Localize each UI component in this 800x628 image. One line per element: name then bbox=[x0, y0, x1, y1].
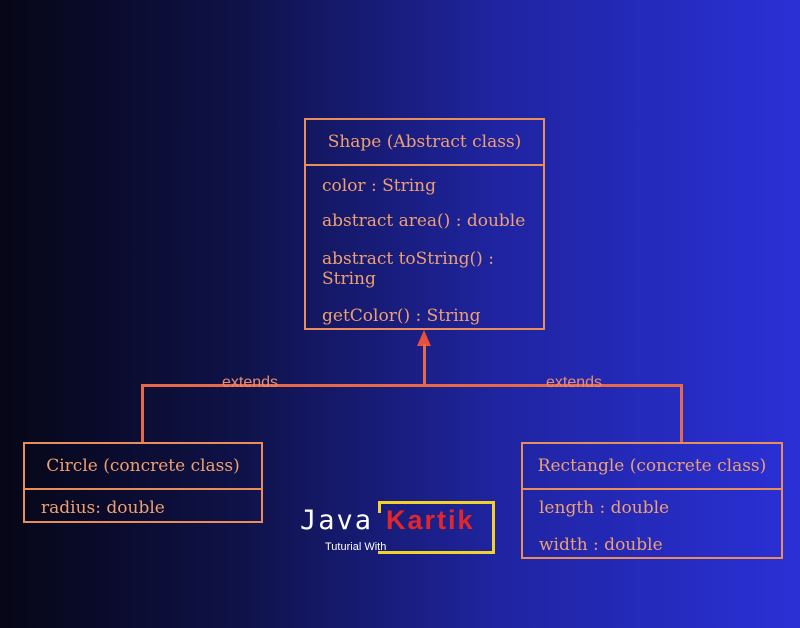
rectangle-member-length: length : double bbox=[539, 498, 670, 518]
inheritance-arrowhead bbox=[417, 330, 431, 346]
circle-class-box: Circle (concrete class) radius: double bbox=[23, 442, 263, 523]
rectangle-class-box: Rectangle (concrete class) length : doub… bbox=[521, 442, 783, 559]
circle-class-title: Circle (concrete class) bbox=[25, 444, 261, 490]
connector-vertical-main bbox=[423, 344, 426, 386]
logo-tagline: Tuturial With bbox=[325, 541, 387, 553]
shape-member-color: color : String bbox=[322, 176, 436, 196]
connector-horizontal-left bbox=[142, 384, 426, 387]
shape-class-box: Shape (Abstract class) color : String ab… bbox=[304, 118, 545, 330]
connector-horizontal-right bbox=[424, 384, 683, 387]
shape-member-tostring: abstract toString() : bbox=[322, 249, 494, 269]
shape-member-getcolor: getColor() : String bbox=[322, 306, 481, 326]
logo-frame-left-stub-top bbox=[378, 501, 381, 513]
extends-label-left: extends bbox=[222, 374, 279, 391]
shape-member-area: abstract area() : double bbox=[322, 211, 526, 231]
logo-kartik-text: Kartik bbox=[386, 505, 475, 535]
logo-java-text: Java bbox=[300, 505, 374, 536]
shape-member-tostring-return: String bbox=[322, 269, 376, 289]
circle-member-radius: radius: double bbox=[41, 498, 165, 518]
rectangle-member-width: width : double bbox=[539, 535, 663, 555]
shape-class-title: Shape (Abstract class) bbox=[306, 120, 543, 166]
connector-vertical-circle bbox=[141, 384, 144, 444]
extends-label-right: extends bbox=[546, 374, 603, 391]
connector-vertical-rectangle bbox=[680, 384, 683, 444]
rectangle-class-title: Rectangle (concrete class) bbox=[523, 444, 781, 490]
logo-frame bbox=[378, 501, 495, 554]
